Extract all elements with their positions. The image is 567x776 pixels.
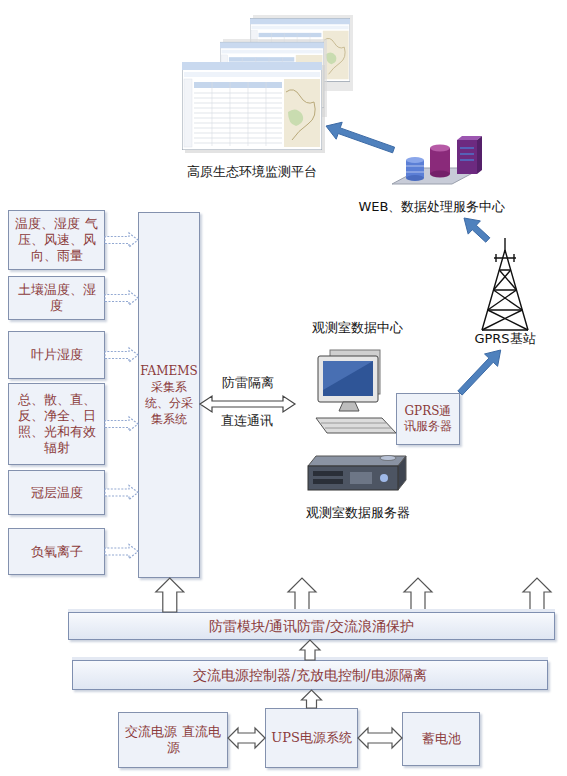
sensor-box: 叶片湿度 (8, 331, 105, 379)
node-text: 叶片湿度 (31, 347, 83, 363)
platform-node: 高原生态环境监测平台 (178, 5, 326, 183)
power-up-arrows (288, 578, 551, 611)
node-text: FAMEMS采集系统、分采集系统 (140, 363, 198, 427)
node-text: 交流电源 直流电源 (123, 724, 223, 756)
node-text: 总、散、直、反、净全、日照、光和有效辐射 (13, 392, 100, 456)
sensor-box: 总、散、直、反、净全、日照、光和有效辐射 (8, 383, 105, 465)
rack-server-icon (308, 456, 406, 491)
flow-arrow (105, 417, 138, 431)
node-text: GPRS基站 (474, 331, 535, 347)
node-text: 观测室数据中心 (312, 320, 403, 336)
power-control-band: 交流电源控制器/充放电控制/电源隔离 (72, 660, 548, 690)
flow-arrow (300, 640, 320, 660)
node-text: 交流电源控制器/充放电控制/电源隔离 (193, 666, 426, 684)
flow-arrow (105, 291, 138, 305)
sensor-box: 土壤温度、湿度 (8, 276, 105, 320)
protection-band: 防雷模块/通讯防雷/交流浪涌保护 (68, 612, 555, 640)
power-source-box: 交流电源 直流电源 (118, 712, 228, 768)
server-cluster-icon (392, 136, 482, 184)
flow-arrow (464, 218, 490, 242)
flow-arrow (105, 233, 138, 247)
node-text: 高原生态环境监测平台 (187, 164, 317, 180)
flow-arrow (358, 728, 402, 748)
node-text: 观测室数据服务器 (306, 505, 410, 521)
flow-arrow (200, 396, 295, 412)
collector-box: FAMEMS采集系统、分采集系统 (138, 212, 200, 578)
gprs-server-box: GPRS通讯服务器 (396, 393, 460, 445)
battery-box: 蓄电池 (402, 712, 480, 766)
flow-arrow (228, 728, 265, 748)
node-text: 冠层温度 (31, 485, 83, 501)
flow-arrow (458, 350, 501, 395)
node-text: 温度、湿度 气压、风速、风向、雨量 (13, 216, 100, 264)
flow-arrow (105, 545, 138, 559)
node-text: 防雷模块/通讯防雷/交流浪涌保护 (209, 617, 414, 635)
connector-label: 直连通讯 (221, 412, 273, 430)
flow-arrow (105, 486, 138, 500)
node-text: WEB、数据处理服务中心 (359, 199, 506, 215)
platform-screenshots (182, 15, 353, 153)
data-server-node: 观测室数据服务器 (290, 448, 425, 524)
node-text: 蓄电池 (422, 731, 461, 747)
flow-arrow (326, 122, 395, 153)
node-text: 土壤温度、湿度 (13, 282, 100, 314)
server-center-node: WEB、数据处理服务中心 (352, 150, 512, 218)
base-station-node: GPRS基站 (462, 240, 548, 350)
node-text: GPRS通讯服务器 (399, 404, 457, 434)
sensor-box: 温度、湿度 气压、风速、风向、雨量 (8, 210, 105, 270)
node-text: UPS电源系统 (271, 730, 352, 746)
flow-arrow (156, 578, 184, 612)
flow-arrow (105, 348, 138, 362)
sensor-box: 冠层温度 (8, 470, 105, 515)
gprs-tower-icon (482, 238, 528, 330)
edge-label: 防雷隔离 (222, 374, 274, 392)
ups-box: UPS电源系统 (265, 708, 358, 768)
sensor-box: 负氧离子 (8, 528, 105, 575)
flow-arrow (302, 690, 322, 708)
pc-icon (316, 350, 396, 433)
node-text: 负氧离子 (31, 544, 83, 560)
